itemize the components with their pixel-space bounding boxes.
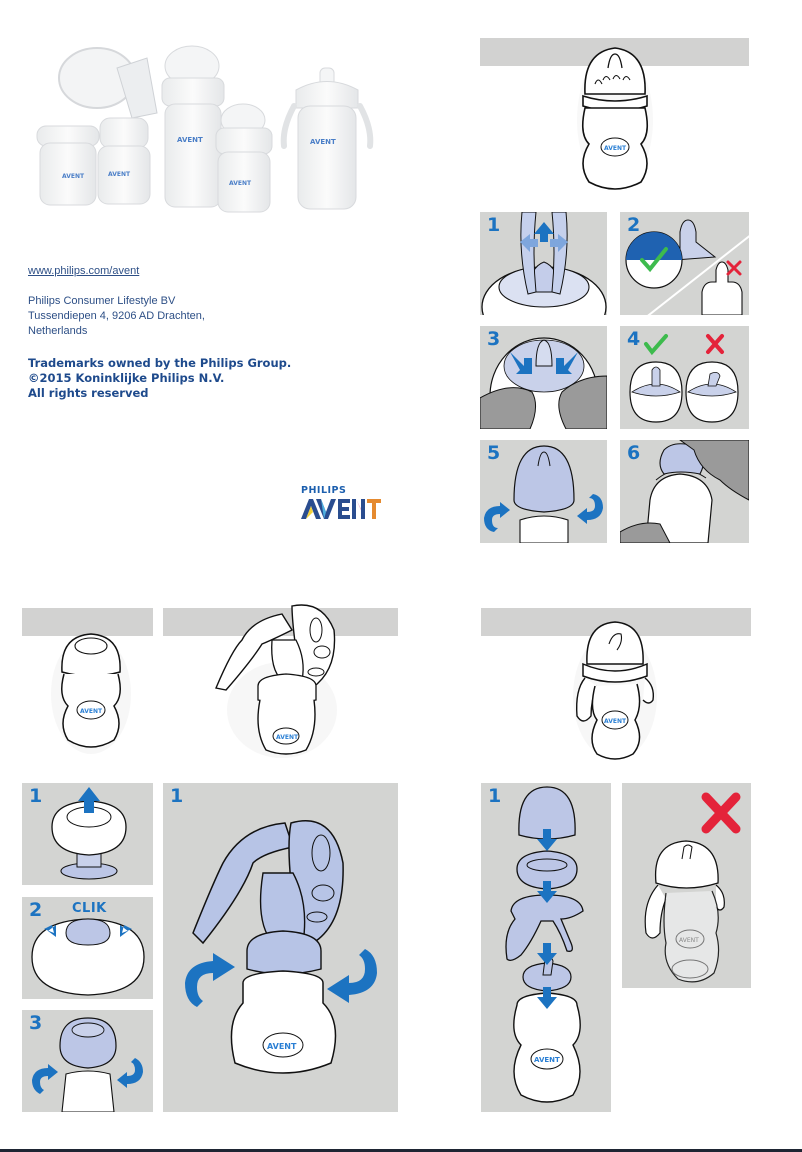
philips-avent-logo: PHILIPS [301, 486, 383, 519]
svg-text:AVENT: AVENT [679, 937, 699, 944]
push-in-arrows-icon [480, 337, 607, 429]
logo-philips-text: PHILIPS [301, 485, 347, 496]
trainer-cup-illustration: AVENT [573, 620, 657, 760]
breast-pump-illustration: AVENT [212, 600, 342, 760]
storage-step-1-panel: 1 [22, 783, 153, 885]
trademark-line: Trademarks owned by the Philips Group. [28, 356, 292, 370]
address-line2: Netherlands [28, 325, 88, 337]
step-number: 3 [487, 328, 501, 350]
clik-label: CLIK [72, 901, 107, 916]
storage-step-3-panel: 3 [22, 1010, 153, 1112]
svg-text:AVENT: AVENT [267, 1042, 297, 1051]
step-number: 3 [29, 1012, 43, 1034]
product-range-photo: AVENT AVENT AVENT AVENT AVENT [22, 28, 398, 228]
trainer-incorrect-panel: AVENT [622, 783, 751, 988]
trainer-step-1-panel: 1 AVENT [481, 783, 611, 1112]
svg-text:AVENT: AVENT [177, 136, 203, 144]
storage-cup-section-header [22, 608, 153, 636]
rights-line: All rights reserved [28, 386, 149, 400]
svg-text:AVENT: AVENT [604, 145, 627, 152]
storage-cup-illustration: AVENT [51, 632, 131, 754]
page-bottom-rule [0, 1149, 802, 1152]
svg-text:AVENT: AVENT [534, 1056, 560, 1064]
svg-text:AVENT: AVENT [604, 718, 627, 725]
feeding-bottle-illustration: AVENT [575, 44, 655, 194]
snap-arrows-icon [44, 925, 56, 937]
copyright-line: ©2015 Koninklijke Philips N.V. [28, 371, 225, 385]
feeding-step-4-panel: 4 [620, 326, 749, 429]
contact-info: www.philips.com/avent Philips Consumer L… [28, 264, 291, 401]
step-number: 1 [170, 785, 184, 807]
cross-icon [726, 260, 742, 276]
step-number: 6 [627, 442, 641, 464]
svg-text:AVENT: AVENT [108, 171, 131, 178]
cross-icon [706, 334, 724, 354]
arrow-up-icon [78, 787, 100, 813]
svg-text:AVENT: AVENT [229, 180, 252, 187]
feeding-step-6-panel: 6 [620, 440, 749, 543]
arrow-down-icon: AVENT [505, 786, 584, 1103]
svg-text:AVENT: AVENT [62, 173, 85, 180]
step-number: 1 [29, 785, 43, 807]
step-number: 2 [29, 899, 43, 921]
legal-notice: Trademarks owned by the Philips Group. ©… [28, 356, 291, 401]
company-name: Philips Consumer Lifestyle BV [28, 295, 176, 307]
step-number: 5 [487, 442, 501, 464]
cross-icon [701, 792, 741, 834]
storage-step-2-panel: 2 CLIK [22, 897, 153, 999]
check-icon [640, 247, 668, 273]
step-number: 1 [488, 785, 502, 807]
hand-cap-icon [620, 440, 749, 543]
stretch-nipple-arrows-icon [481, 212, 607, 315]
address-line1: Tussendiepen 4, 9206 AD Drachten, [28, 310, 205, 322]
feeding-step-3-panel: 3 [480, 326, 607, 429]
svg-text:AVENT: AVENT [80, 708, 103, 715]
step-number: 2 [627, 214, 641, 236]
feeding-step-1-panel: 1 [480, 212, 607, 315]
website-link[interactable]: www.philips.com/avent [28, 265, 140, 277]
step-number: 4 [627, 328, 641, 350]
step-number: 1 [487, 214, 501, 236]
svg-text:AVENT: AVENT [310, 138, 336, 146]
rotate-arrows-icon: AVENT [185, 820, 377, 1074]
avent-wordmark-icon [301, 499, 381, 519]
breast-pump-step-1-panel: 1 AVENT [163, 783, 398, 1112]
rotate-arrows-icon [484, 445, 603, 543]
feeding-step-5-panel: 5 [480, 440, 607, 543]
feeding-step-2-panel: 2 [620, 212, 749, 315]
check-icon [644, 334, 668, 356]
svg-text:AVENT: AVENT [276, 734, 299, 741]
rotate-arrows-icon [32, 1017, 143, 1112]
